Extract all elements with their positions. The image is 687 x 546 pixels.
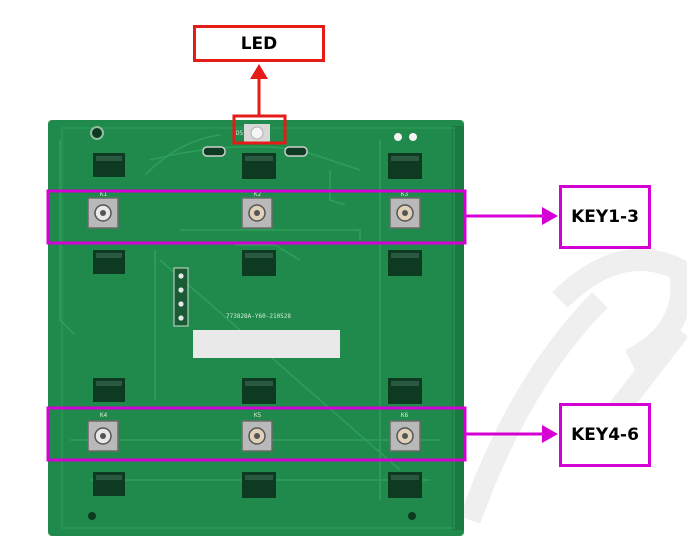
pcb-board	[48, 120, 464, 536]
silk-k1: K1	[100, 191, 108, 198]
key4-6-arrow-head	[542, 425, 558, 443]
key4-6-callout-label: KEY4-6	[559, 403, 651, 467]
header-pins	[173, 267, 189, 327]
led-arrow-head	[250, 64, 268, 79]
switches-row-2	[87, 420, 421, 452]
pcb-traces	[59, 134, 440, 500]
pcb-window-highlights	[96, 156, 419, 480]
led-side-pads	[202, 146, 308, 157]
led-callout-label: LED	[193, 25, 325, 62]
silk-d5: D5	[236, 130, 244, 137]
silk-k5: K5	[254, 412, 262, 419]
silk-k2: K2	[254, 191, 262, 198]
switches-row-1	[87, 197, 421, 229]
key1-3-arrow-head	[542, 207, 558, 225]
led-component	[244, 124, 270, 142]
silk-part-number: 773828A-Y60-210528	[226, 313, 291, 320]
mounting-holes	[88, 126, 417, 520]
silk-k3: K3	[401, 191, 409, 198]
label-sticker	[193, 330, 340, 358]
silk-k4: K4	[100, 412, 108, 419]
pcb-edge-top-right	[452, 126, 464, 530]
watermark-shapes	[459, 249, 687, 524]
key1-3-callout-label: KEY1-3	[559, 185, 651, 249]
silk-k6: K6	[401, 412, 409, 419]
